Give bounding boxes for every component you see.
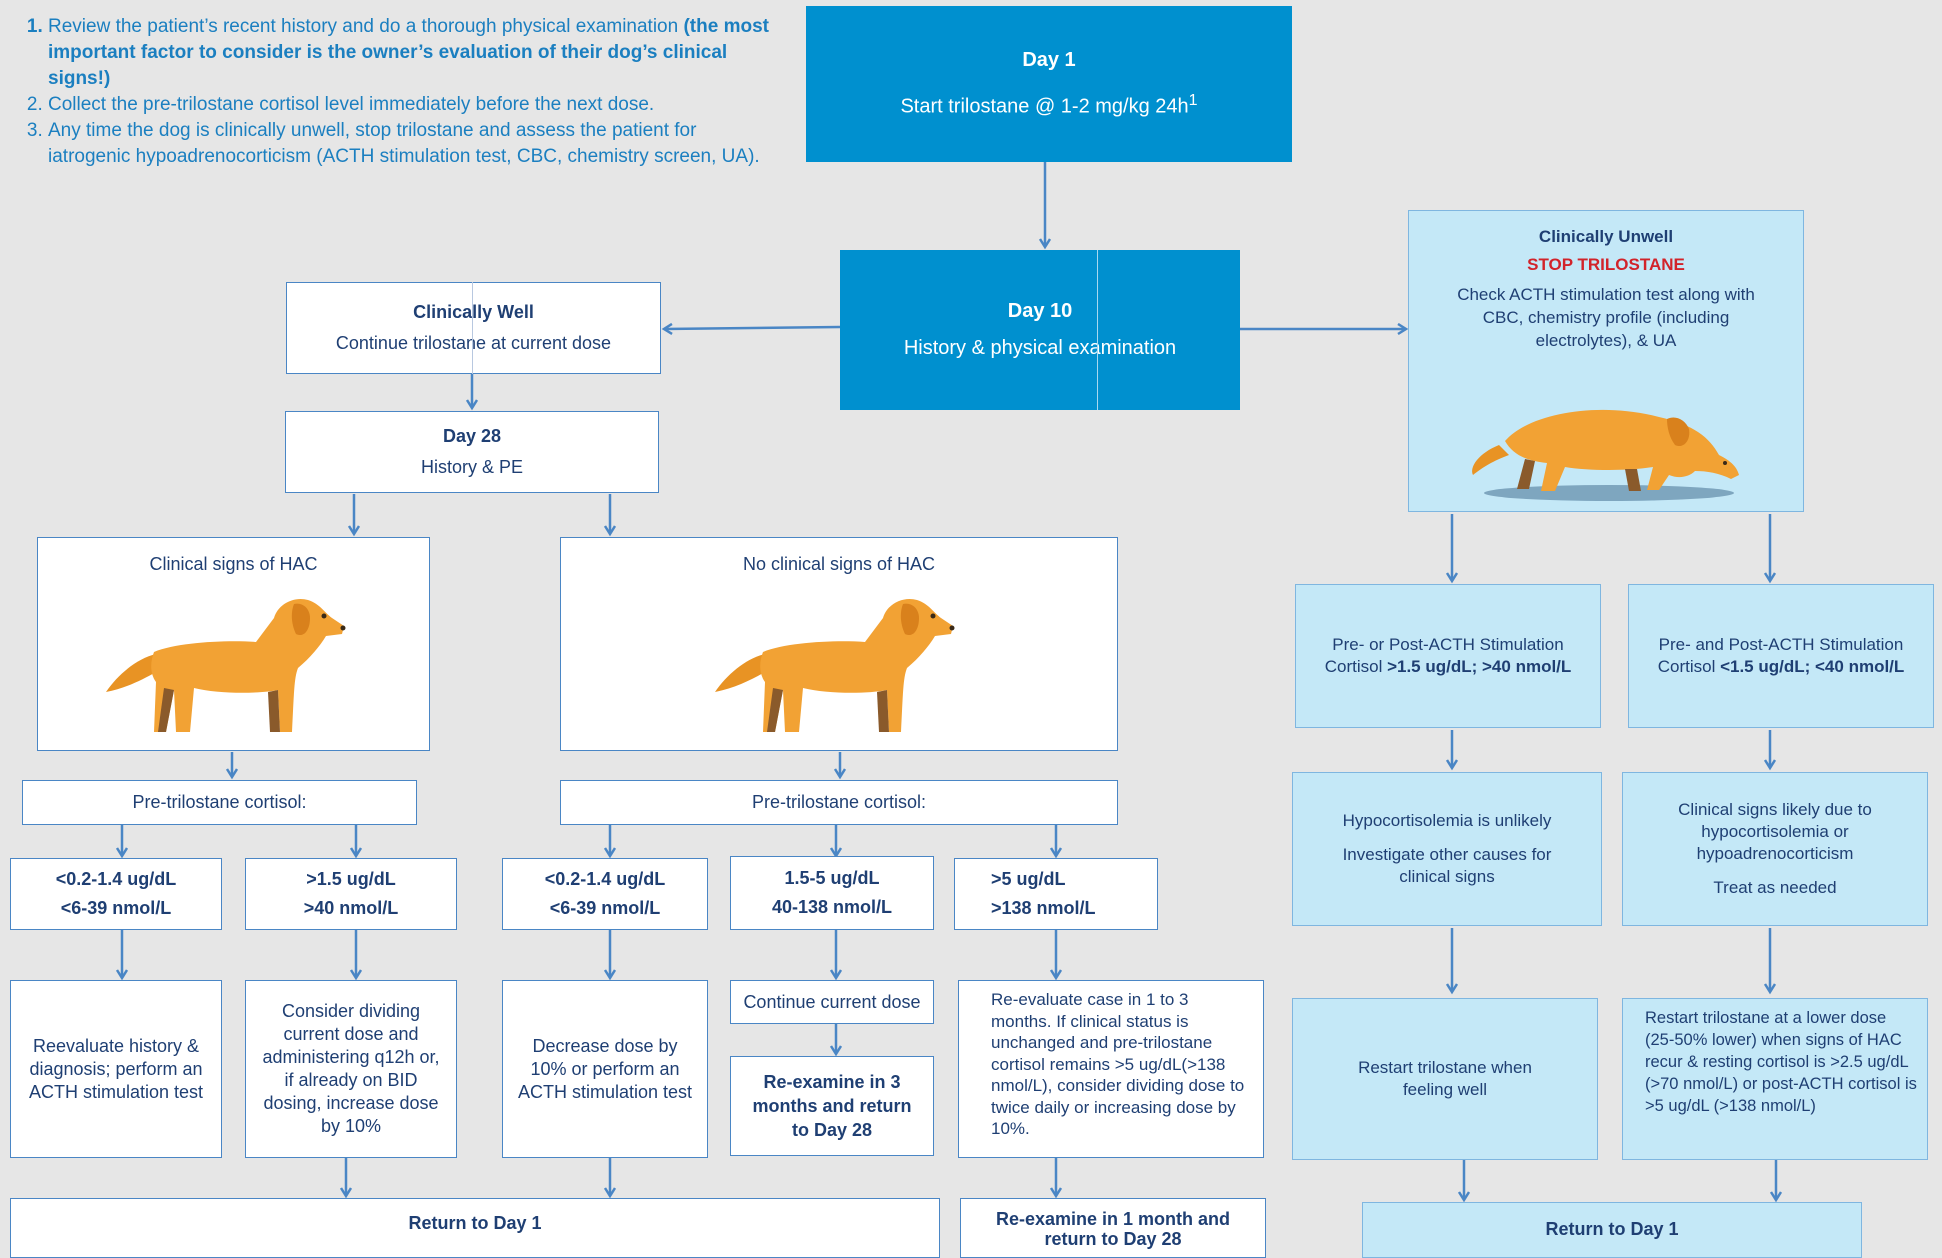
instruction-item-2: Collect the pre-trilostane cortisol leve… [48, 92, 778, 118]
day10-text: History & physical examination [903, 337, 1177, 359]
sniffing-dog-icon [1472, 409, 1739, 501]
restart-lower-dose-text: Restart trilostane at a lower dose (25-5… [1645, 1009, 1917, 1115]
reexamine-1-month-box: Re-examine in 1 month and return to Day … [960, 1198, 1266, 1258]
standing-dog-icon [106, 598, 346, 732]
reevaluate-history-box: Reevaluate history & diagnosis; perform … [10, 980, 222, 1158]
instruction-1-bold: (the most important factor to consider i… [48, 16, 769, 89]
range-low-left: <0.2-1.4 ug/dL <6-39 nmol/L [10, 858, 222, 930]
day1-text-line: Start trilostane @ 1-2 mg/kg 24h1 [900, 92, 1197, 119]
range-mid-nmol: 40-138 nmol/L [771, 897, 893, 917]
day1-title: Day 1 [1022, 49, 1076, 72]
pre-cortisol-left-label: Pre-trilostane cortisol: [132, 792, 307, 812]
pre-or-post-acth-text: Pre- or Post-ACTH Stimulation Cortisol >… [1316, 634, 1580, 678]
range-mid: 1.5-5 ug/dL 40-138 nmol/L [730, 856, 934, 930]
day28-title: Day 28 [442, 426, 502, 446]
instruction-item-3: Any time the dog is clinically unwell, s… [48, 118, 778, 170]
reevaluate-history-text: Reevaluate history & diagnosis; perform … [28, 1035, 204, 1102]
return-day1-right-text: Return to Day 1 [1545, 1219, 1679, 1239]
unwell-text: Check ACTH stimulation test along with C… [1457, 285, 1755, 350]
consider-dividing-box: Consider dividing current dose and admin… [245, 980, 457, 1158]
day28-text: History & PE [420, 457, 524, 477]
reexamine-1-month-text: Re-examine in 1 month and return to Day … [995, 1209, 1231, 1249]
reexamine-3-months-text: Re-examine in 3 months and return to Day… [752, 1072, 912, 1140]
day1-footnote: 1 [1188, 92, 1198, 110]
instruction-1-text: Review the patient’s recent history and … [48, 16, 679, 37]
clinically-well-box: Clinically Well Continue trilostane at c… [286, 282, 661, 374]
day10-box: Day 10 History & physical examination [840, 250, 1240, 410]
reexamine-3-months-box: Re-examine in 3 months and return to Day… [730, 1056, 934, 1156]
well-text: Continue trilostane at current dose [335, 333, 612, 353]
reevaluate-case-box: Re-evaluate case in 1 to 3 months. If cl… [958, 980, 1264, 1158]
range-vhigh-nmol: >138 nmol/L [991, 898, 1096, 918]
pre-and-post-acth-box: Pre- and Post-ACTH Stimulation Cortisol … [1628, 584, 1934, 728]
range-low-nmol: <6-39 nmol/L [60, 898, 172, 918]
pre-trilostane-cortisol-left: Pre-trilostane cortisol: [22, 780, 417, 825]
well-title: Clinically Well [413, 302, 534, 322]
range-low-right: <0.2-1.4 ug/dL <6-39 nmol/L [502, 858, 708, 930]
clinical-signs-box: Clinical signs of HAC [37, 537, 430, 751]
reevaluate-case-text: Re-evaluate case in 1 to 3 months. If cl… [991, 990, 1245, 1138]
range-very-high: >5 ug/dL >138 nmol/L [954, 858, 1158, 930]
no-clinical-signs-box: No clinical signs of HAC [560, 537, 1118, 751]
day10-divider [1097, 250, 1098, 410]
restart-when-well-box: Restart trilostane when feeling well [1292, 998, 1598, 1160]
clinical-signs-text: Clinical signs of HAC [149, 554, 318, 574]
instruction-item-1: Review the patient’s recent history and … [48, 14, 778, 92]
pre-and-post-acth-value: <1.5 ug/dL; <40 nmol/L [1720, 657, 1905, 676]
return-day1-left-text: Return to Day 1 [408, 1213, 542, 1233]
range-low2-nmol: <6-39 nmol/L [549, 898, 661, 918]
restart-lower-dose-box: Restart trilostane at a lower dose (25-5… [1622, 998, 1928, 1160]
day1-box: Day 1 Start trilostane @ 1-2 mg/kg 24h1 [806, 6, 1292, 162]
hypocortisolemia-likely-box: Clinical signs likely due to hypocortiso… [1622, 772, 1928, 926]
range-high-left: >1.5 ug/dL >40 nmol/L [245, 858, 457, 930]
range-low-ug: <0.2-1.4 ug/dL [55, 869, 177, 889]
pre-or-post-acth-value: >1.5 ug/dL; >40 nmol/L [1387, 657, 1572, 676]
day1-text: Start trilostane @ 1-2 mg/kg 24h [900, 95, 1189, 118]
hypocortisolemia-likely-text: Clinical signs likely due to hypocortiso… [1678, 800, 1872, 863]
pre-and-post-acth-label: Pre- and Post-ACTH Stimulation Cortisol [1657, 635, 1904, 676]
continue-dose-text: Continue current dose [743, 991, 921, 1012]
well-divider [472, 282, 473, 374]
instruction-3-text: Any time the dog is clinically unwell, s… [48, 120, 760, 167]
clinically-unwell-box: Clinically Unwell STOP TRILOSTANE Check … [1408, 210, 1804, 512]
day28-box: Day 28 History & PE [285, 411, 659, 493]
return-day1-right-box: Return to Day 1 [1362, 1202, 1862, 1258]
unwell-title: Clinically Unwell [1538, 227, 1674, 246]
range-low2-ug: <0.2-1.4 ug/dL [544, 869, 666, 889]
investigate-other-causes-text: Investigate other causes for clinical si… [1342, 845, 1552, 886]
pre-or-post-acth-box: Pre- or Post-ACTH Stimulation Cortisol >… [1295, 584, 1601, 728]
decrease-dose-box: Decrease dose by 10% or perform an ACTH … [502, 980, 708, 1158]
range-vhigh-ug: >5 ug/dL [991, 869, 1066, 889]
decrease-dose-text: Decrease dose by 10% or perform an ACTH … [517, 1035, 693, 1102]
restart-when-well-text: Restart trilostane when feeling well [1358, 1058, 1532, 1099]
treat-as-needed-text: Treat as needed [1713, 878, 1837, 897]
pre-and-post-acth-text: Pre- and Post-ACTH Stimulation Cortisol … [1649, 634, 1913, 678]
arrow-day10-well [664, 327, 841, 329]
stop-trilostane-label: STOP TRILOSTANE [1527, 255, 1685, 274]
return-day1-left-box: Return to Day 1 [10, 1198, 940, 1258]
range-high-ug: >1.5 ug/dL [306, 869, 396, 889]
continue-dose-box: Continue current dose [730, 980, 934, 1024]
range-mid-ug: 1.5-5 ug/dL [784, 868, 880, 888]
hypocortisolemia-unlikely-text: Hypocortisolemia is unlikely [1342, 811, 1552, 830]
consider-dividing-text: Consider dividing current dose and admin… [262, 1001, 440, 1136]
pre-or-post-acth-label: Pre- or Post-ACTH Stimulation Cortisol [1324, 635, 1564, 676]
day10-title: Day 10 [1007, 300, 1073, 322]
standing-dog-icon [715, 598, 955, 732]
pre-cortisol-right-label: Pre-trilostane cortisol: [751, 792, 927, 812]
instruction-2-text: Collect the pre-trilostane cortisol leve… [48, 94, 655, 115]
range-high-nmol: >40 nmol/L [303, 898, 399, 918]
hypocortisolemia-unlikely-box: Hypocortisolemia is unlikely Investigate… [1292, 772, 1602, 926]
pre-trilostane-cortisol-right: Pre-trilostane cortisol: [560, 780, 1118, 825]
instructions-list: Review the patient’s recent history and … [8, 14, 778, 170]
no-clinical-signs-text: No clinical signs of HAC [742, 554, 936, 574]
